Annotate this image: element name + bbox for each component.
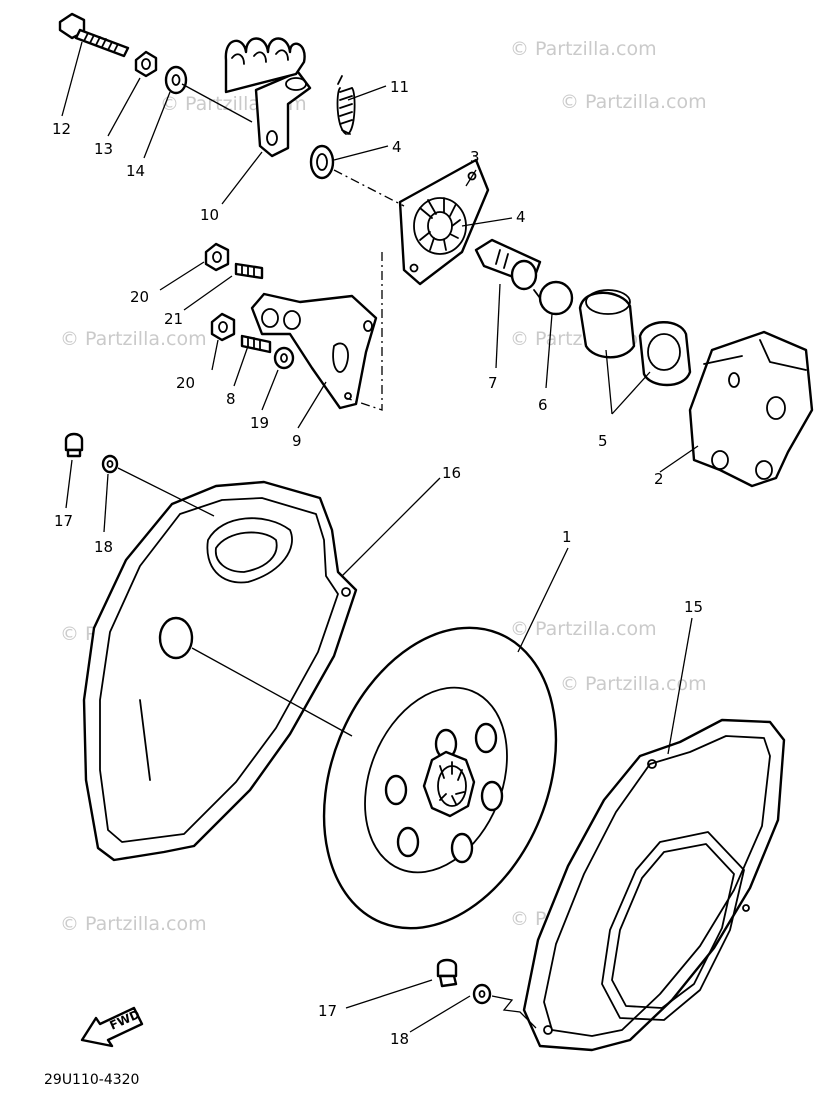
callout-3: 3 [470, 148, 480, 166]
watermark: © Partzilla.com [60, 913, 207, 935]
watermark: © Partzilla.com [510, 618, 657, 640]
callout-10: 10 [200, 206, 219, 224]
caliper-body-part [688, 330, 814, 488]
nut-part [210, 312, 236, 342]
watermark: © Partzilla.com [60, 328, 207, 350]
washer-part [101, 454, 119, 474]
bolt-part [58, 12, 130, 58]
callout-17: 17 [54, 512, 73, 530]
callout-9: 9 [292, 432, 302, 450]
seal-part [309, 144, 335, 180]
callout-8: 8 [226, 390, 236, 408]
callout-6: 6 [538, 396, 548, 414]
slide-pin-part [474, 238, 542, 291]
disc-cover-part [82, 480, 358, 862]
washer-part [472, 983, 492, 1005]
callout-18: 18 [94, 538, 113, 556]
nut-part [204, 242, 230, 272]
callout-17: 17 [318, 1002, 337, 1020]
callout-11: 11 [390, 78, 409, 96]
washer-part [164, 65, 188, 95]
nut-part [134, 50, 158, 78]
bolt-part [64, 432, 84, 458]
rear-cover-part [522, 718, 786, 1052]
washer-part [273, 346, 295, 370]
callout-5: 5 [598, 432, 608, 450]
drawing-code: 29U110-4320 [44, 1072, 139, 1088]
callout-4: 4 [516, 208, 526, 226]
stud-part [240, 334, 272, 354]
watermark: © Partzilla.com [560, 673, 707, 695]
callout-21: 21 [164, 310, 183, 328]
bracket-part [250, 292, 378, 410]
watermark: © Partzilla.com [510, 38, 657, 60]
caliper-plate-part [398, 158, 490, 286]
callout-leaders [61, 41, 699, 1033]
callout-18: 18 [390, 1030, 409, 1048]
callout-12: 12 [52, 120, 71, 138]
callout-16: 16 [442, 464, 461, 482]
piston-part [578, 289, 692, 387]
callout-1: 1 [562, 528, 572, 546]
callout-15: 15 [684, 598, 703, 616]
callout-14: 14 [126, 162, 145, 180]
lever-part [224, 37, 312, 158]
callout-7: 7 [488, 374, 498, 392]
callout-4: 4 [392, 138, 402, 156]
bolt-part [436, 958, 458, 988]
brake-disc-part [322, 626, 558, 930]
stud-part [234, 262, 264, 280]
callout-layer: 1 2 3 4 4 5 6 7 8 9 10 11 12 13 14 15 16… [52, 78, 703, 1048]
callout-20: 20 [176, 374, 195, 392]
pad-part [533, 280, 574, 316]
watermark: © Partzilla.com [560, 91, 707, 113]
callout-19: 19 [250, 414, 269, 432]
fwd-arrow-icon: FWD [80, 1006, 144, 1048]
callout-13: 13 [94, 140, 113, 158]
spring-part [336, 75, 356, 135]
assembly-lines [117, 83, 537, 1029]
callout-20: 20 [130, 288, 149, 306]
callout-2: 2 [654, 470, 664, 488]
